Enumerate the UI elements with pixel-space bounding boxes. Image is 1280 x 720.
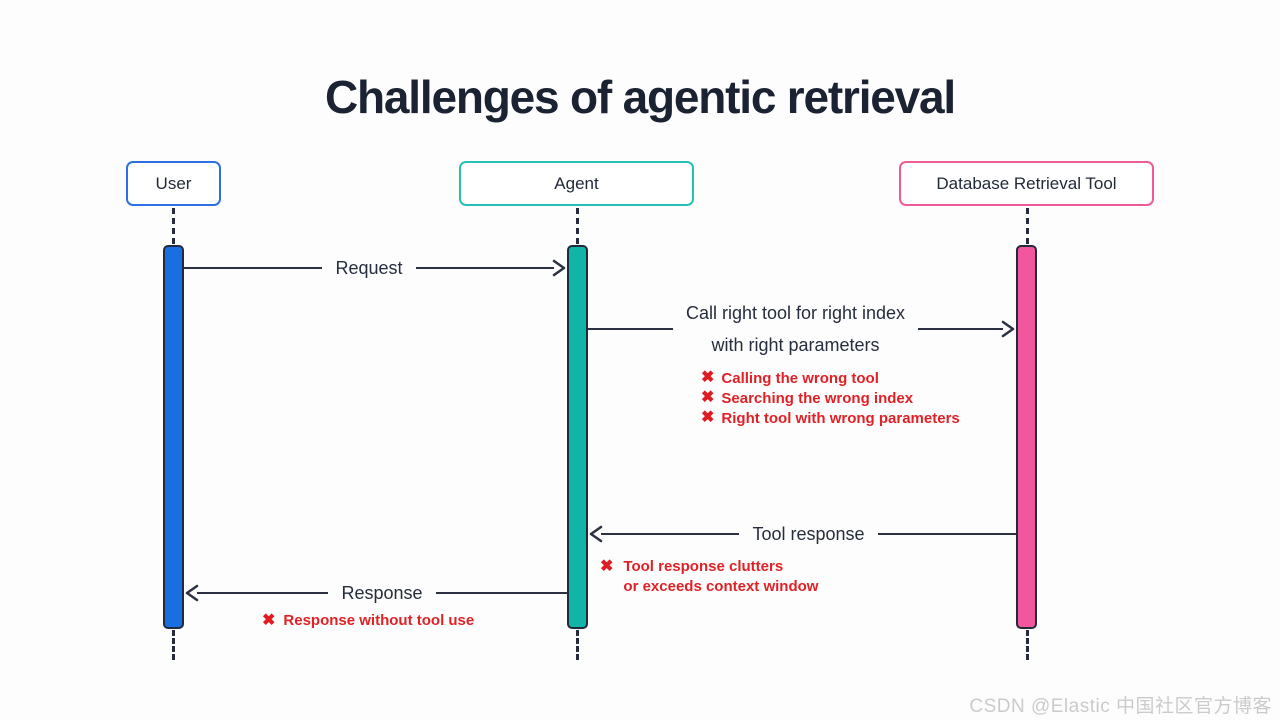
message-call-tool-label: Call right tool for right index with rig… bbox=[673, 297, 918, 361]
issue-item: ✖ Calling the wrong tool bbox=[701, 368, 960, 388]
issue-text: Response without tool use bbox=[283, 612, 475, 629]
x-icon: ✖ bbox=[701, 409, 715, 426]
lifeline-user-bottom bbox=[172, 630, 175, 660]
activation-bar-user bbox=[163, 245, 184, 629]
message-tool-response: Tool response bbox=[588, 516, 1017, 552]
arrowhead-right-icon bbox=[552, 259, 566, 277]
actor-box-database-retrieval-tool: Database Retrieval Tool bbox=[899, 161, 1154, 206]
issue-text: Searching the wrong index bbox=[721, 389, 914, 407]
issue-item: ✖ Searching the wrong index bbox=[701, 388, 960, 408]
activation-bar-db bbox=[1016, 245, 1037, 629]
issue-text-line2: or exceeds context window bbox=[623, 578, 819, 595]
arrowhead-left-icon bbox=[185, 584, 199, 602]
issue-item: ✖ Right tool with wrong parameters bbox=[701, 408, 960, 428]
message-response: Response bbox=[184, 575, 567, 611]
issue-list-call-tool: ✖ Calling the wrong tool ✖ Searching the… bbox=[701, 368, 960, 428]
issue-text-line1: Tool response clutters bbox=[623, 558, 784, 575]
arrow-line bbox=[415, 267, 555, 269]
issue-text: Right tool with wrong parameters bbox=[721, 409, 960, 427]
arrow-line bbox=[435, 592, 567, 594]
arrow-line bbox=[588, 328, 673, 330]
lifeline-db-top bbox=[1026, 208, 1029, 244]
message-call-right-tool: Call right tool for right index with rig… bbox=[588, 294, 1016, 364]
lifeline-user-top bbox=[172, 208, 175, 244]
arrow-line bbox=[197, 592, 329, 594]
actor-box-agent: Agent bbox=[459, 161, 694, 206]
actor-user-label: User bbox=[155, 173, 192, 193]
x-icon: ✖ bbox=[262, 611, 276, 629]
message-call-tool-label-line2: with right parameters bbox=[711, 335, 880, 355]
actor-agent-label: Agent bbox=[554, 173, 599, 193]
x-icon: ✖ bbox=[600, 558, 614, 575]
issue-tool-response: ✖ Tool response clutters or exceeds cont… bbox=[600, 557, 818, 597]
message-response-label: Response bbox=[341, 582, 423, 603]
x-icon: ✖ bbox=[701, 369, 715, 386]
arrow-line bbox=[877, 533, 1017, 535]
issue-response: ✖ Response without tool use bbox=[262, 612, 474, 629]
actor-db-label: Database Retrieval Tool bbox=[936, 173, 1117, 193]
arrow-line bbox=[184, 267, 323, 269]
lifeline-agent-top bbox=[576, 208, 579, 244]
message-request: Request bbox=[184, 250, 567, 286]
message-request-label: Request bbox=[335, 257, 403, 278]
arrow-line bbox=[601, 533, 740, 535]
message-tool-response-label: Tool response bbox=[752, 523, 865, 544]
activation-bar-agent bbox=[567, 245, 588, 629]
arrowhead-left-icon bbox=[589, 525, 603, 543]
watermark-text: CSDN @Elastic 中国社区官方博客 bbox=[969, 696, 1272, 717]
message-call-tool-label-line1: Call right tool for right index bbox=[685, 303, 906, 323]
arrow-line bbox=[918, 328, 1004, 330]
x-icon: ✖ bbox=[701, 389, 715, 406]
arrowhead-right-icon bbox=[1001, 320, 1015, 338]
actor-box-user: User bbox=[126, 161, 221, 206]
lifeline-agent-bottom bbox=[576, 630, 579, 660]
page-title: Challenges of agentic retrieval bbox=[324, 71, 956, 123]
lifeline-db-bottom bbox=[1026, 630, 1029, 660]
issue-text: Tool response clutters or exceeds contex… bbox=[623, 557, 818, 597]
issue-text: Calling the wrong tool bbox=[721, 369, 879, 387]
